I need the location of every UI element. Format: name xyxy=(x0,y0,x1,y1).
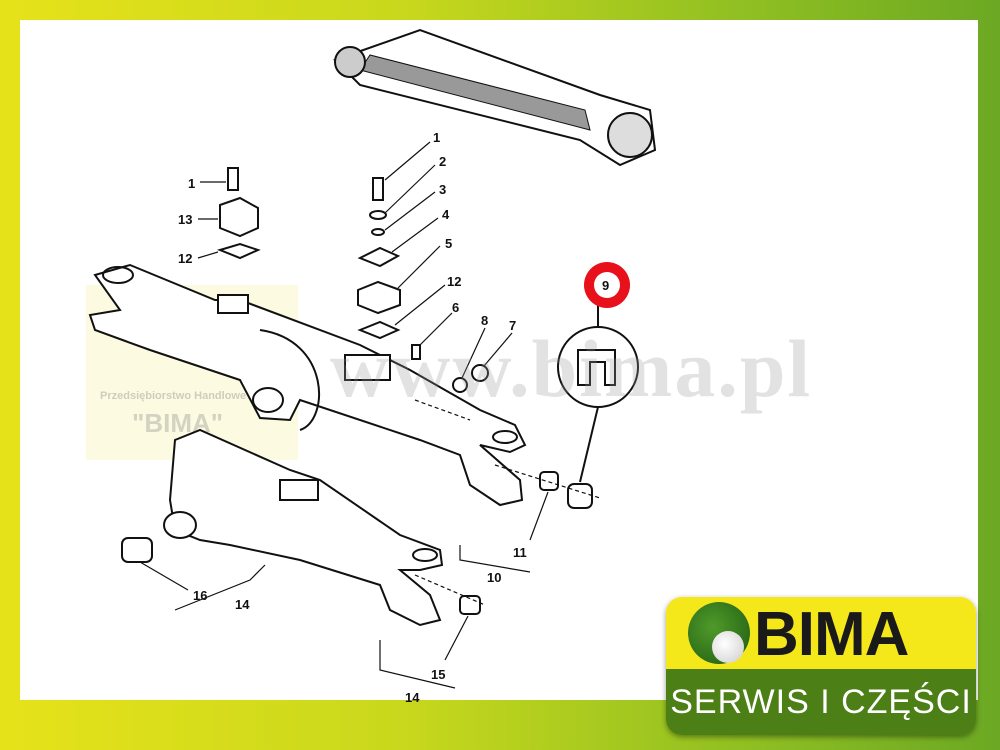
callout-15: 15 xyxy=(431,667,445,682)
leader-lines xyxy=(139,141,601,689)
callout-14: 14 xyxy=(405,690,420,705)
logo-name: BIMA xyxy=(754,600,909,669)
axle-assembly-thumbnail xyxy=(333,28,657,167)
callout-11: 11 xyxy=(513,545,527,560)
callout-3: 3 xyxy=(439,182,446,197)
axle-housing-upper xyxy=(88,263,527,507)
callout-12: 12 xyxy=(447,274,461,289)
watermark-url: www.bima.pl xyxy=(330,323,813,414)
callout-12: 12 xyxy=(178,251,192,266)
seal-detail-inset xyxy=(557,296,639,483)
logo-ball-highlight-icon xyxy=(712,631,744,663)
highlight-circle-inner xyxy=(594,272,620,298)
watermark-company: Przedsiębiorstwo Handlowe xyxy=(100,390,247,402)
bima-logo: BIMA SERWIS I CZĘŚCI xyxy=(666,597,976,735)
callout-6: 6 xyxy=(452,300,459,315)
axle-housing-lower xyxy=(163,428,444,627)
parts xyxy=(121,167,593,615)
callout-9: 9 xyxy=(602,278,609,293)
callout-1: 1 xyxy=(188,176,195,191)
callout-5: 5 xyxy=(445,236,452,251)
callout-labels: 1 13 12 1 2 3 4 5 12 6 8 7 9 11 10 16 14… xyxy=(178,130,609,705)
logo-top-band: BIMA xyxy=(666,597,976,669)
callout-1: 1 xyxy=(433,130,440,145)
callout-10: 10 xyxy=(487,570,501,585)
callout-4: 4 xyxy=(442,207,450,222)
callout-8: 8 xyxy=(481,313,488,328)
callout-14: 14 xyxy=(235,597,250,612)
callout-13: 13 xyxy=(178,212,192,227)
logo-bottom-band: SERWIS I CZĘŚCI xyxy=(666,669,976,735)
callout-2: 2 xyxy=(439,154,446,169)
callout-7: 7 xyxy=(509,318,516,333)
callout-16: 16 xyxy=(193,588,207,603)
logo-tagline: SERWIS I CZĘŚCI xyxy=(670,682,972,721)
